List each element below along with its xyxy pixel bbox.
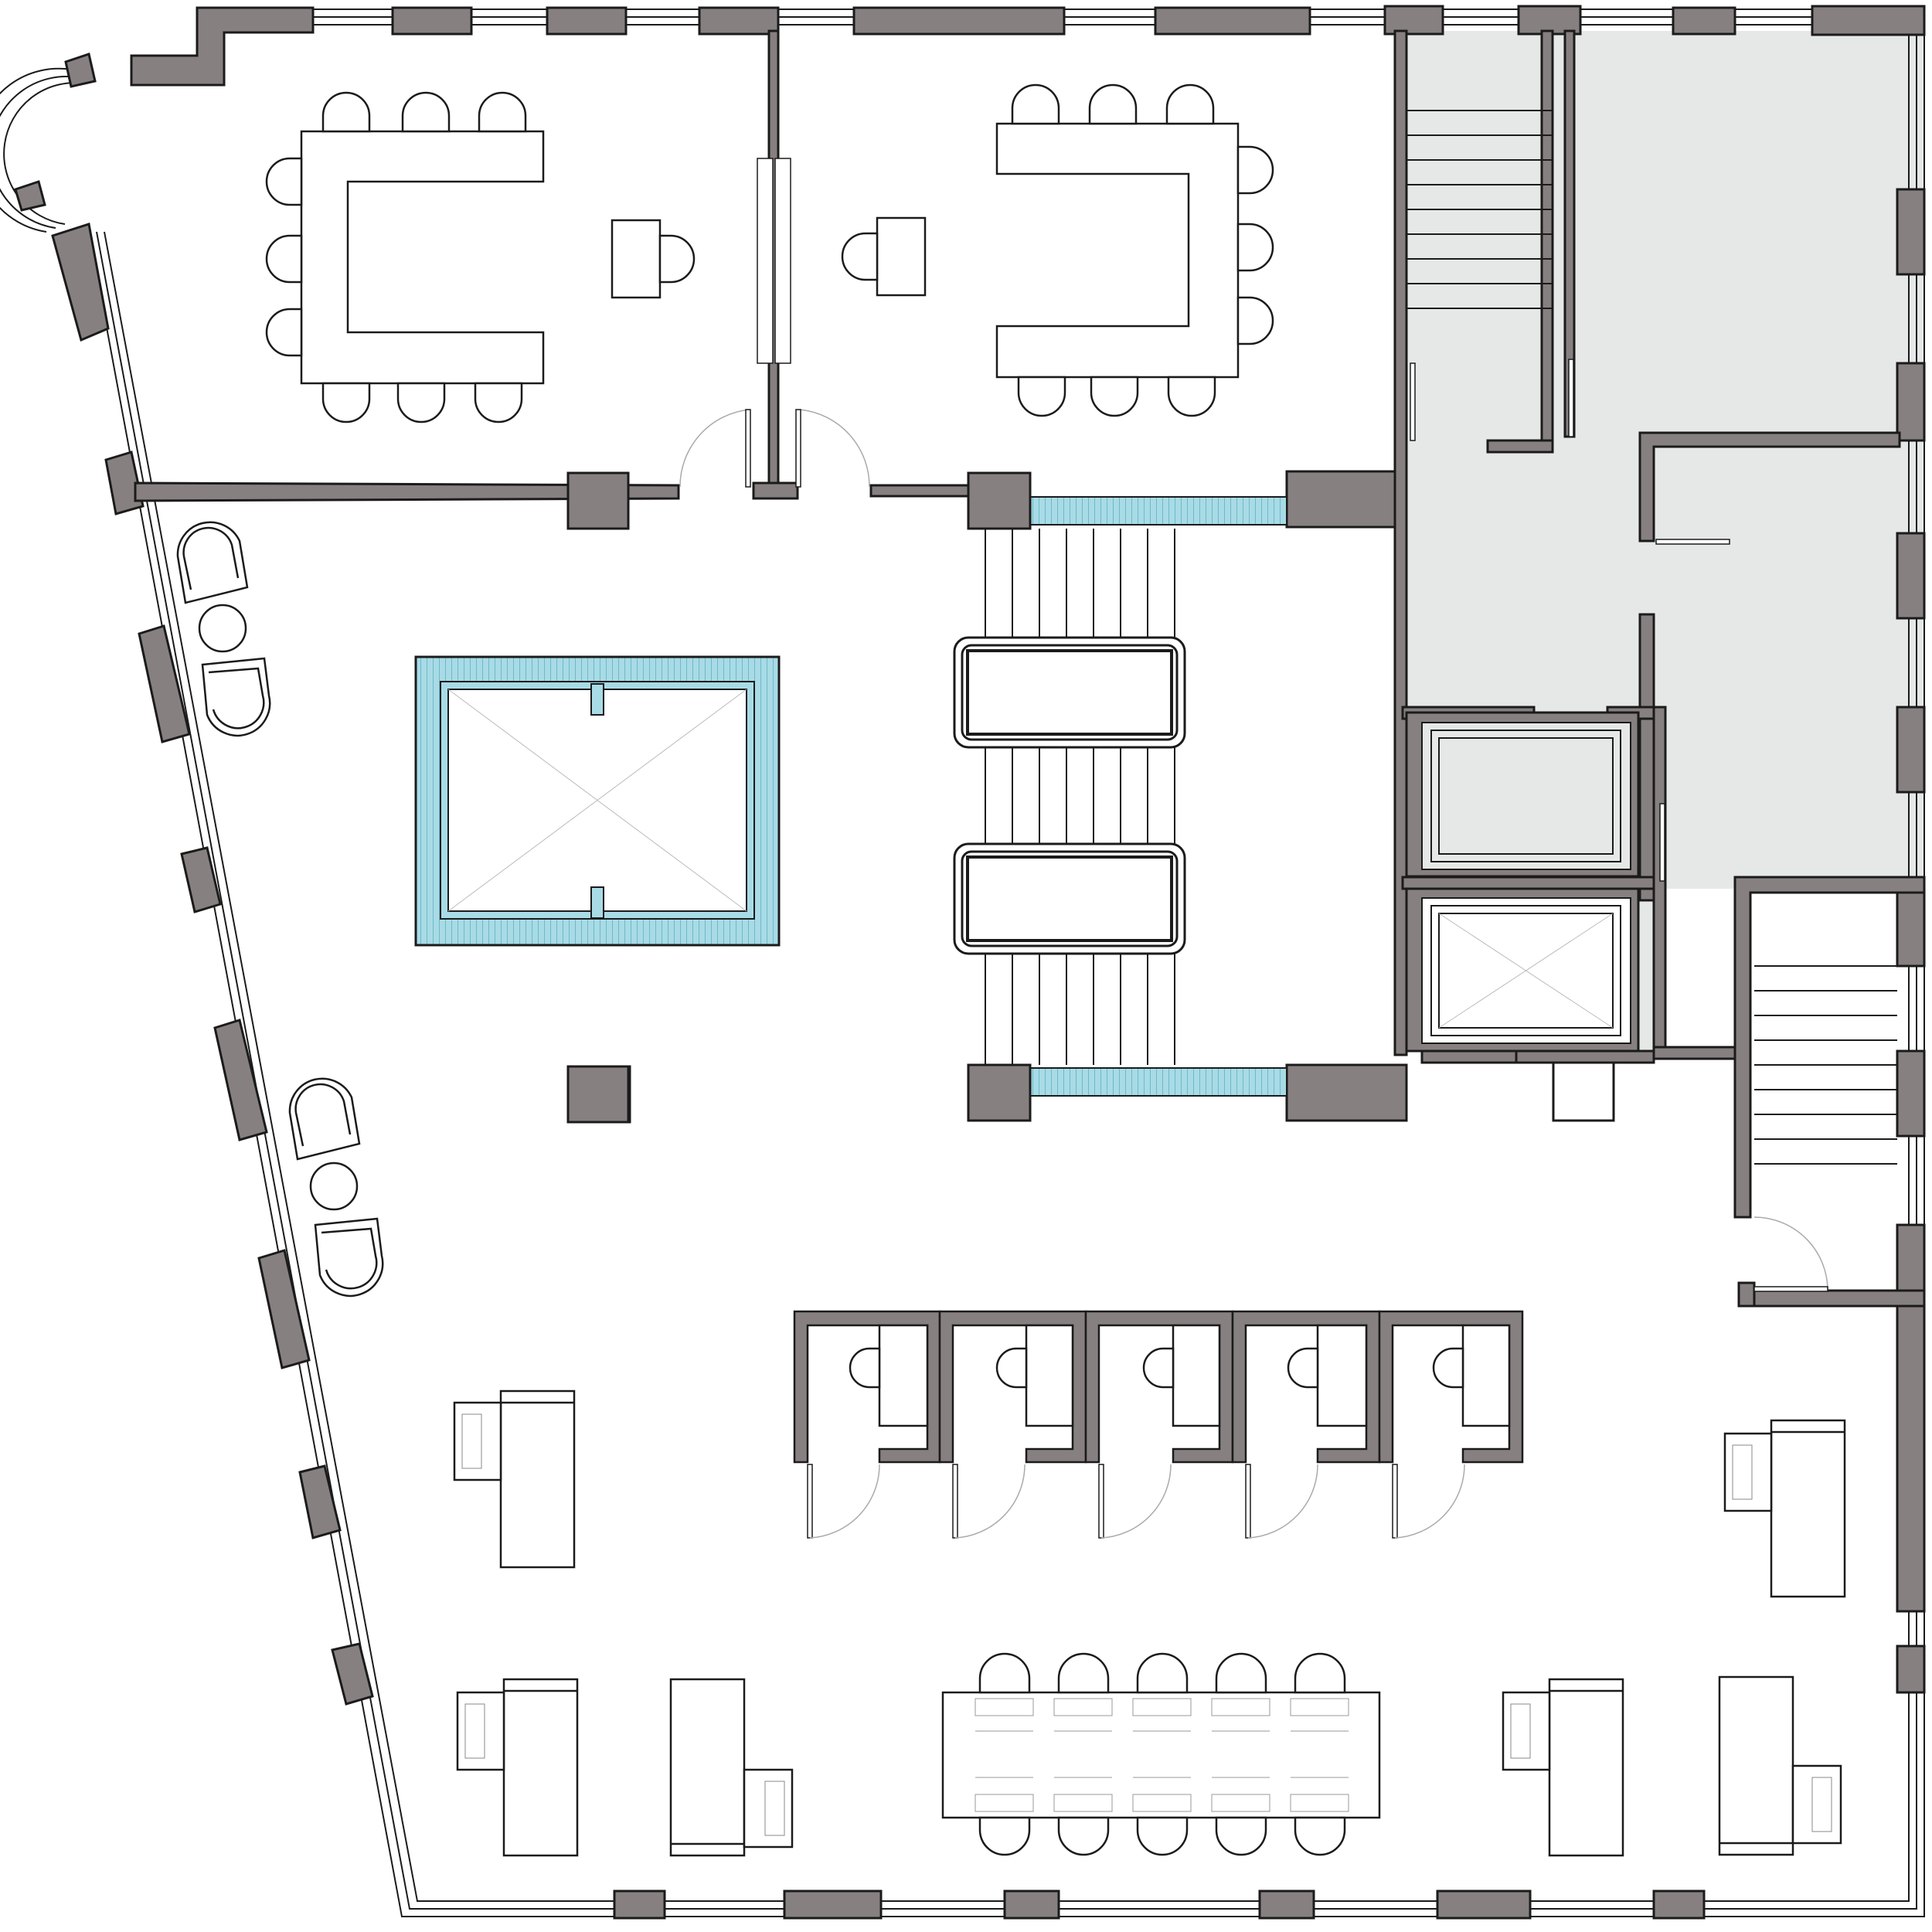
lounge-group-south <box>288 1077 384 1298</box>
meeting-room-east <box>841 83 1274 417</box>
glass-balustrade <box>1029 496 1287 1097</box>
escalator-upper <box>953 636 1186 749</box>
booth-5 <box>1378 1310 1524 1539</box>
lounge-chair <box>201 657 271 737</box>
lounge-chair <box>314 1217 384 1298</box>
lift-lower <box>1405 887 1640 1053</box>
stair-north <box>1406 110 1552 309</box>
lounge-chair <box>176 521 249 604</box>
bench-desk <box>941 1652 1381 1856</box>
column <box>566 471 630 530</box>
shaft-opening <box>1552 1061 1615 1122</box>
side-table <box>198 604 247 653</box>
structural-columns <box>566 471 1032 1124</box>
lounge-group-north <box>176 521 271 737</box>
chairs-west <box>265 91 696 423</box>
side-desk-west <box>611 219 662 299</box>
escalator-zone <box>953 529 1186 1065</box>
desk <box>456 1678 579 1857</box>
facade-piers <box>14 5 1926 1920</box>
desk <box>669 1678 794 1857</box>
meeting-room-west <box>265 91 696 423</box>
desk <box>453 1389 576 1569</box>
lifts <box>1405 711 1640 1122</box>
booth-2 <box>938 1310 1087 1539</box>
stair-south <box>1754 965 1897 1165</box>
escalator-lower <box>953 842 1186 955</box>
chairs-east <box>841 83 1274 417</box>
desk <box>1502 1678 1624 1857</box>
phone-booths <box>793 1310 1524 1539</box>
side-desk-east <box>876 216 927 297</box>
u-table-west <box>300 130 545 385</box>
booth-1 <box>793 1310 941 1539</box>
side-table <box>309 1162 359 1211</box>
workstations <box>453 1389 1846 1857</box>
column <box>967 1063 1032 1122</box>
desk <box>1723 1419 1846 1598</box>
u-table-east <box>995 122 1240 379</box>
lounge-chair <box>288 1077 361 1161</box>
column <box>967 471 1032 530</box>
doors <box>679 158 1828 1292</box>
bench-chairs <box>978 1652 1346 1856</box>
booth-4 <box>1231 1310 1381 1539</box>
bench-monitors <box>975 1698 1349 1812</box>
lift-upper <box>1405 711 1640 878</box>
column <box>566 1065 630 1124</box>
booth-3 <box>1084 1310 1234 1539</box>
desk <box>1718 1675 1842 1856</box>
atrium-void <box>414 655 781 947</box>
